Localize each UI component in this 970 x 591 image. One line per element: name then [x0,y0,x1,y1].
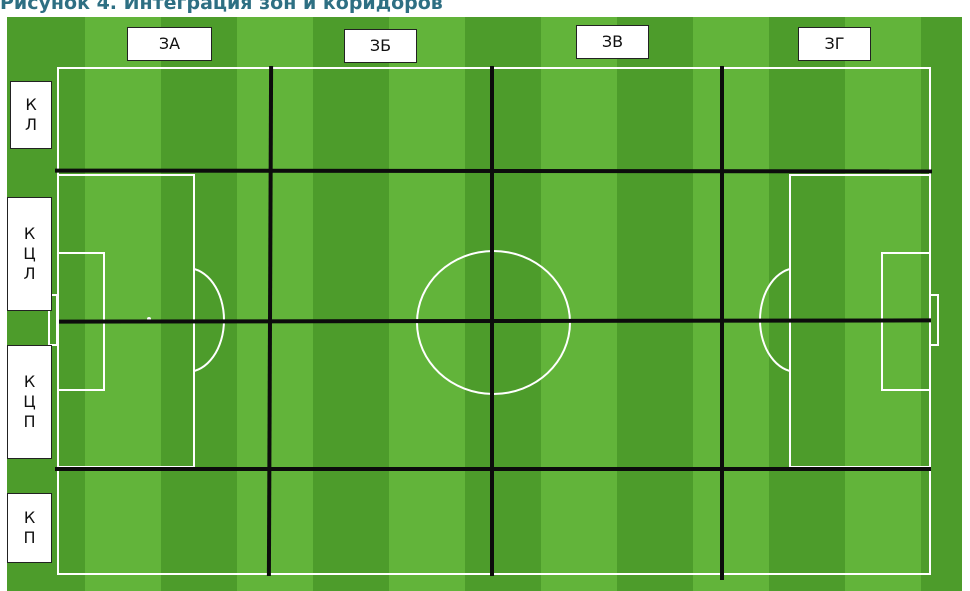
corridor-letter: П [23,412,35,432]
football-pitch: ЗА ЗБ ЗВ ЗГ К Л К Ц Л К Ц П К П [7,17,962,591]
corridor-letter: К [24,508,35,528]
corridor-letter: Л [23,264,35,284]
zone-label: ЗГ [798,27,871,61]
corridor-letter: К [24,224,35,244]
corridor-letter: Ц [23,392,35,412]
zone-label: ЗА [127,27,212,61]
corridor-letter: П [23,528,35,548]
corridor-letter: К [24,372,35,392]
zone-label: ЗБ [344,29,417,63]
corridor-letter: Л [25,115,37,135]
zone-divider-line [720,66,724,580]
corridor-label: К Л [10,81,52,149]
corridor-label: К Ц Л [7,197,52,311]
figure-caption: Рисунок 4. Интеграция зон и коридоров [0,0,443,15]
corridor-letter: К [25,95,36,115]
zone-label: ЗВ [576,25,649,59]
corridor-letter: Ц [23,244,35,264]
corridor-label: К Ц П [7,345,52,459]
corridor-label: К П [7,493,52,563]
zone-divider-line [490,66,494,576]
